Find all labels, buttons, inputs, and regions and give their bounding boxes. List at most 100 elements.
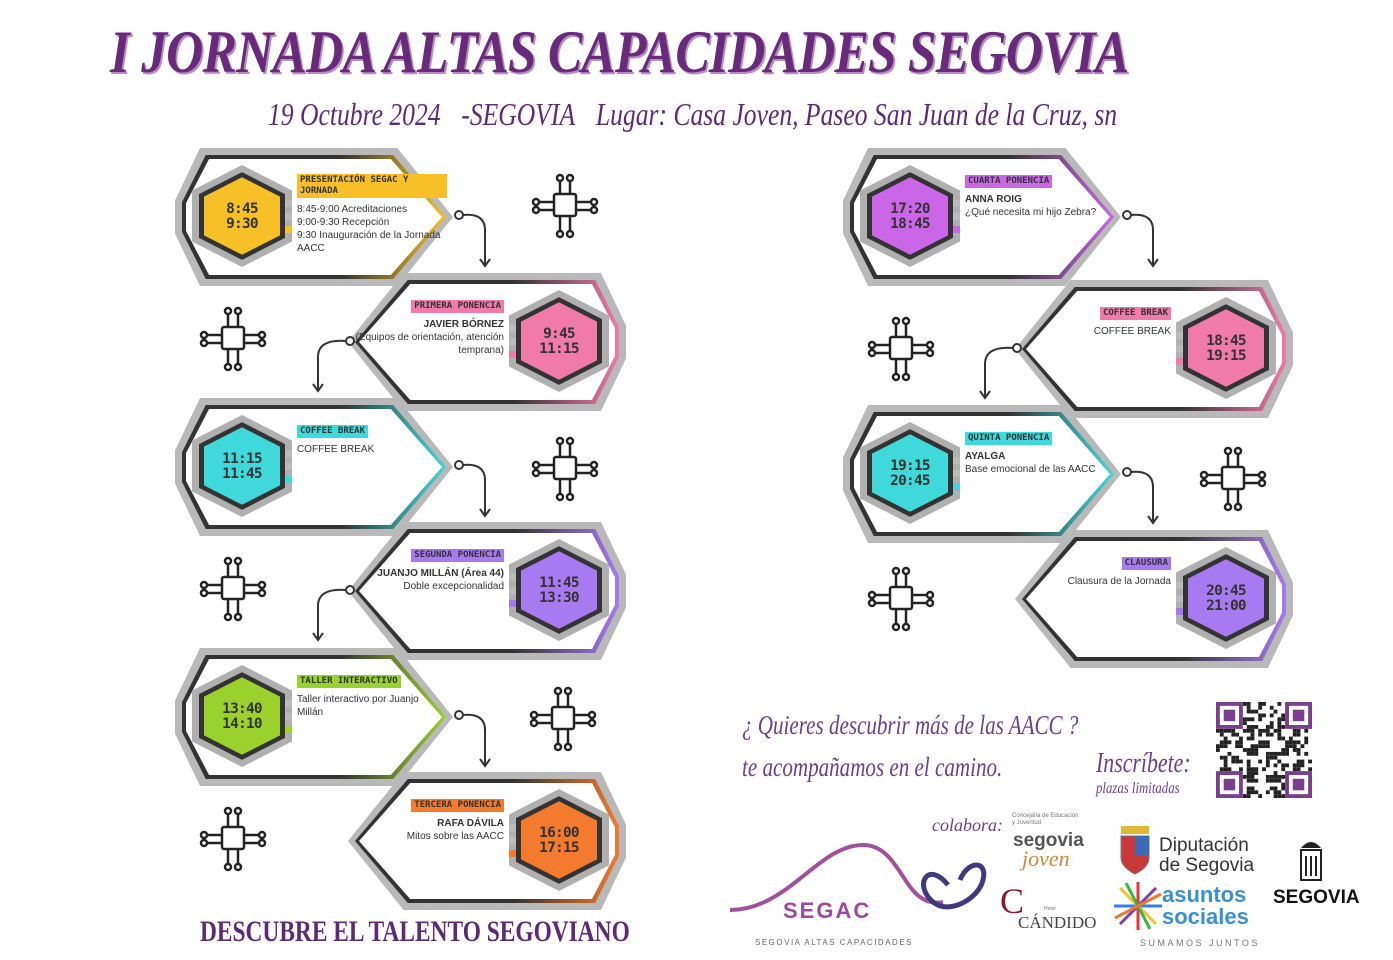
laptop-code-icon [867,316,935,382]
session-detail: 9:30 Inauguración de la Jornada AACC [297,230,441,254]
session-info: Presentación SEGAC y Jornada 8:45-9:00 A… [297,174,447,255]
ayuntamiento-crest-icon [1300,842,1322,881]
end-time: 14:10 [222,715,262,732]
session-tag: Segunda Ponencia [411,549,504,562]
collab-label: colabora: [932,815,1003,835]
session-tag: Presentación SEGAC y Jornada [297,174,447,198]
connector-arrow-icon [1122,467,1159,525]
end-time: 21:00 [1206,597,1246,614]
start-time: 11:45 [539,574,579,591]
signup-label: Inscríbete: [1096,748,1191,779]
circuit-book-icon [199,556,267,622]
session-info: Primera Ponencia JAVIER BÓRNEZ (Equipos d… [354,299,504,357]
sociales-line: sociales [1162,904,1249,929]
session-detail: ¿Qué necesita mi hijo Zebra? [965,207,1097,218]
ai-head-icon [531,173,599,239]
end-time: 11:15 [539,340,579,357]
connector-arrow-icon [454,460,491,518]
asuntos-sociales-burst-icon [1114,882,1162,930]
session-detail: (Equipos de orientación, atención tempra… [355,332,504,356]
event-venue: Lugar: Casa Joven, Paseo San Juan de la … [595,96,1118,132]
candido-logo: CÁNDIDO [1018,913,1097,932]
session-tag: Coffee Break [1099,307,1171,320]
start-time: 11:15 [222,450,262,467]
speaker-name: JAVIER BÓRNEZ [423,319,504,330]
start-time: 19:15 [890,457,930,474]
qr-code[interactable] [1216,702,1312,798]
session-detail: COFFEE BREAK [1093,326,1171,337]
bullet-markers [953,457,960,496]
connector-arrow-icon [1122,210,1159,268]
diputacion-line1: Diputación [1159,835,1249,856]
session-detail: Clausura de la Jornada [1067,576,1171,587]
end-time: 17:15 [539,839,579,856]
chip-icon [1199,446,1267,512]
end-time: 18:45 [890,215,930,232]
bullet-markers [285,450,292,489]
session-tag: Clausura [1121,557,1171,570]
ayuntamiento-segovia-logo: SEGOVIA [1273,887,1360,908]
session-tag: Quinta Ponencia [965,432,1053,445]
session-detail: Base emocional de las AACC [965,464,1096,475]
speaker-name: JUANJO MILLÁN (Área 44) [377,568,504,579]
hotel-candido-mark: C [1000,881,1025,921]
tagline: DESCUBRE EL TALENTO SEGOVIANO [200,915,630,948]
session-tag: Tercera Ponencia [411,799,504,812]
diputacion-line2: de Segovia [1159,855,1255,876]
end-time: 20:45 [890,472,930,489]
chip-icon [531,436,599,502]
session-info: Coffee Break COFFEE BREAK [297,424,447,456]
speaker-name: AYALGA [965,451,1006,462]
segac-subtitle: SEGOVIA ALTAS CAPACIDADES [755,938,913,947]
page-title: I JORNADA ALTAS CAPACIDADES SEGOVIA [109,19,1129,85]
session-info: Segunda Ponencia JUANJO MILLÁN (Área 44)… [354,548,504,593]
session-detail: Doble excepcionalidad [403,581,504,592]
bullet-markers [509,574,516,613]
bullet-markers [509,325,516,364]
bullet-markers [285,200,292,239]
connector-arrow-icon [454,710,491,768]
segovia-joven-logo: segovia [1013,830,1084,851]
event-date: 19 Octubre 2024 [268,96,441,132]
circuit-book-icon [867,566,935,632]
session-card: 8:459:30 Presentación SEGAC y Jornada 8:… [175,148,453,286]
session-tag: Coffee Break [297,425,369,438]
limited-places: plazas limitadas [1096,780,1180,797]
diputacion-shield-icon [1120,826,1150,875]
session-detail: Mitos sobre las AACC [406,831,504,842]
start-time: 17:20 [890,200,930,217]
session-info: Cuarta Ponencia ANNA ROIG¿Qué necesita m… [965,174,1115,219]
connector-arrow-icon [312,585,355,642]
session-detail: Taller interactivo por Juanjo Millán [297,694,419,718]
bullet-markers [509,824,516,863]
connector-arrow-icon [454,210,491,268]
joven-logo: joven [1022,846,1070,871]
speaker-name: ANNA ROIG [965,194,1022,205]
start-time: 9:45 [543,325,575,342]
session-detail: 9:00-9:30 Recepción [297,217,390,228]
laptop-code-icon [199,306,267,372]
session-detail: 8:45-9:00 Acreditaciones [297,204,408,215]
end-time: 19:15 [1206,347,1246,364]
concejalia-label: Concejalía de Educación y Juventud [1012,813,1079,826]
end-time: 11:45 [222,465,262,482]
connector-arrow-icon [312,336,355,393]
session-tag: Primera Ponencia [411,300,504,313]
session-info: Quinta Ponencia AYALGA Base emocional de … [965,431,1115,476]
start-time: 18:45 [1206,332,1246,349]
hotel-label: Hotel [1044,906,1056,912]
